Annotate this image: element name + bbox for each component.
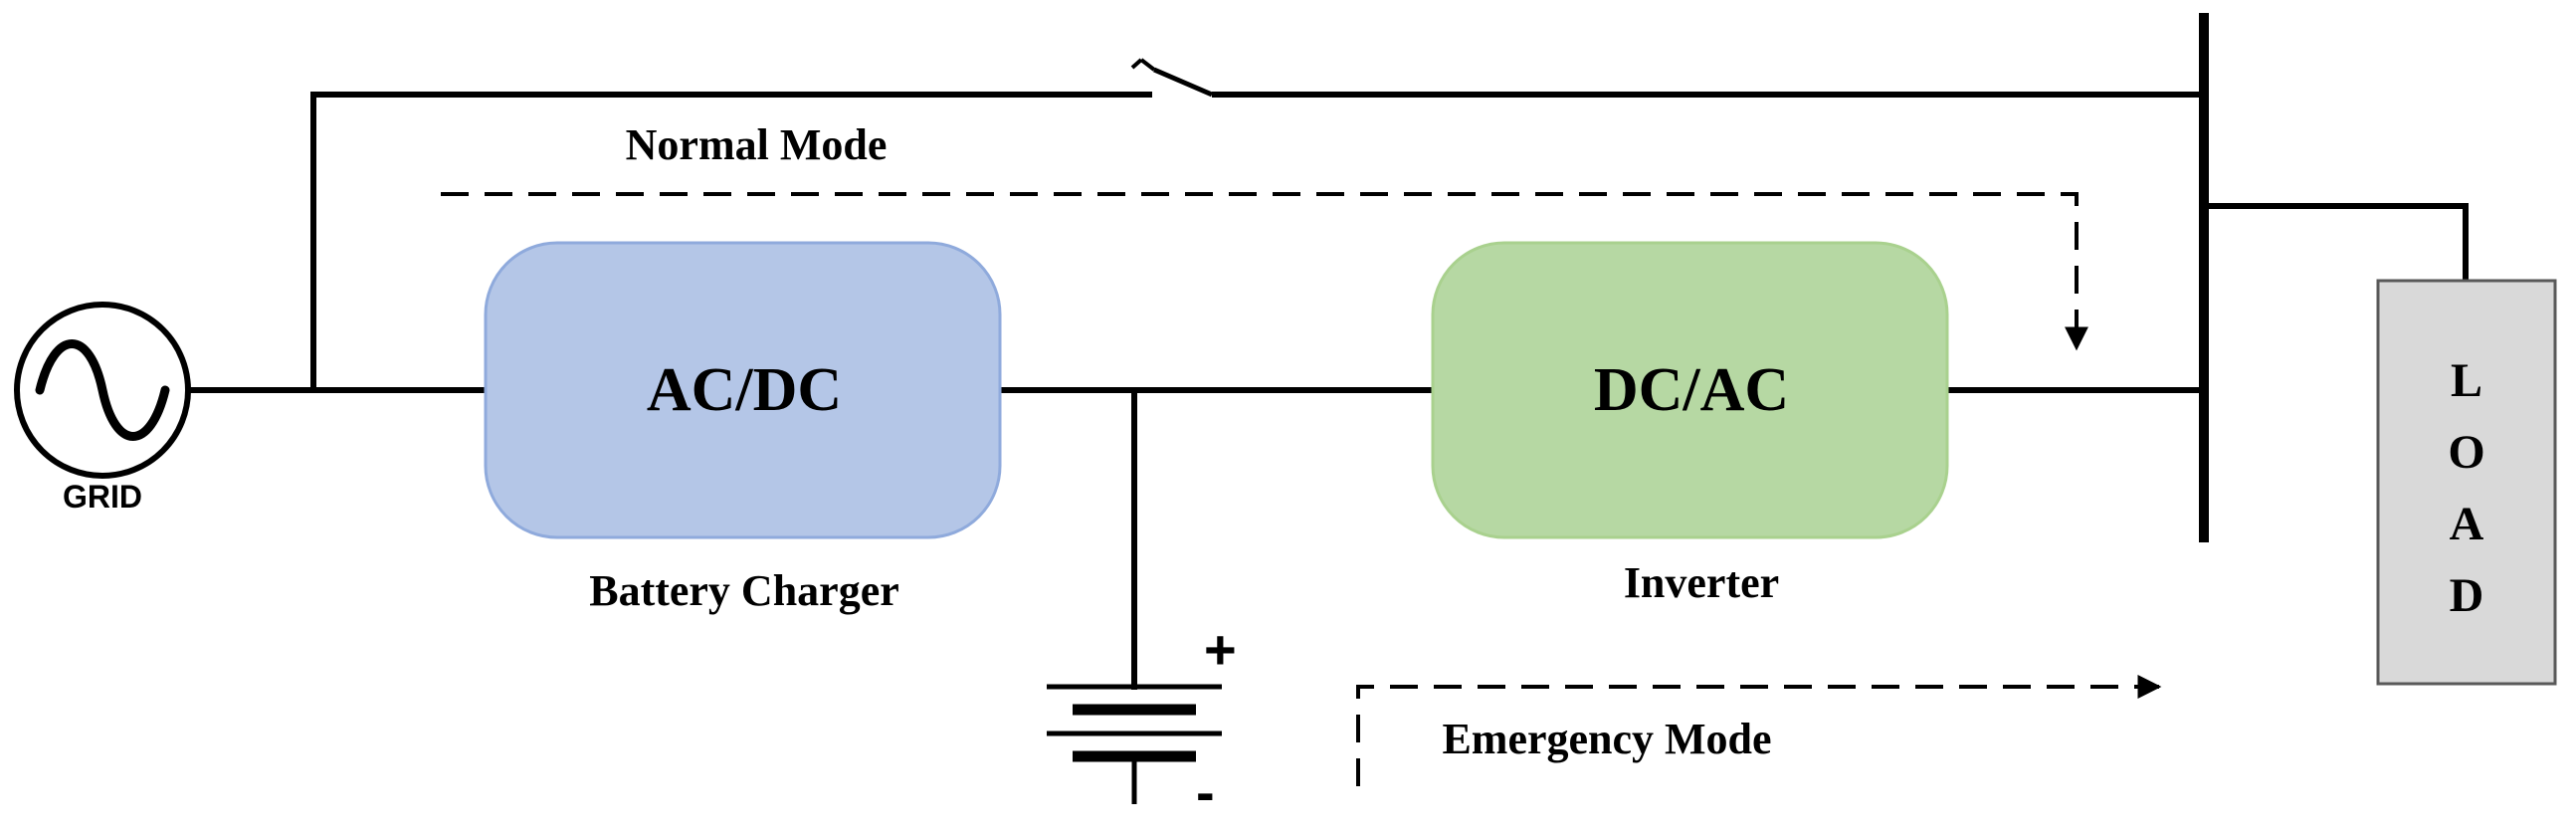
battery-plus-terminal: + — [1204, 618, 1237, 681]
acdc-box — [484, 241, 1002, 539]
emergency-mode-arrow — [1356, 675, 2162, 786]
dcac-box — [1431, 241, 1949, 539]
load-box — [2376, 279, 2557, 686]
switch-icon — [1130, 58, 1213, 100]
acdc-converter: AC/DC Battery Charger — [484, 241, 1002, 615]
dcac-converter: DC/AC Inverter — [1431, 241, 1949, 607]
load-letter-3: A — [2450, 498, 2484, 550]
battery-charger-caption: Battery Charger — [589, 566, 899, 615]
battery-minus-terminal: - — [1196, 760, 1215, 823]
acdc-label: AC/DC — [647, 356, 842, 424]
emergency-mode-flow: Emergency Mode — [1356, 675, 2162, 786]
load-letter-2: O — [2448, 426, 2484, 479]
dcac-label: DC/AC — [1594, 356, 1789, 424]
normal-mode-arrow — [441, 192, 2088, 351]
wiring — [188, 13, 2469, 690]
grid-label: GRID — [63, 479, 142, 515]
grid-source: GRID — [14, 302, 191, 515]
load-letter-1: L — [2451, 354, 2482, 407]
normal-mode-label: Normal Mode — [626, 120, 888, 169]
load-letter-4: D — [2450, 569, 2484, 622]
sine-wave-icon — [35, 339, 170, 441]
normal-mode-flow: Normal Mode — [441, 120, 2088, 351]
emergency-mode-label: Emergency Mode — [1442, 715, 1771, 763]
load-block: L O A D — [2376, 279, 2557, 686]
inverter-caption: Inverter — [1624, 558, 1779, 607]
battery-icon: + - — [1047, 618, 1237, 823]
